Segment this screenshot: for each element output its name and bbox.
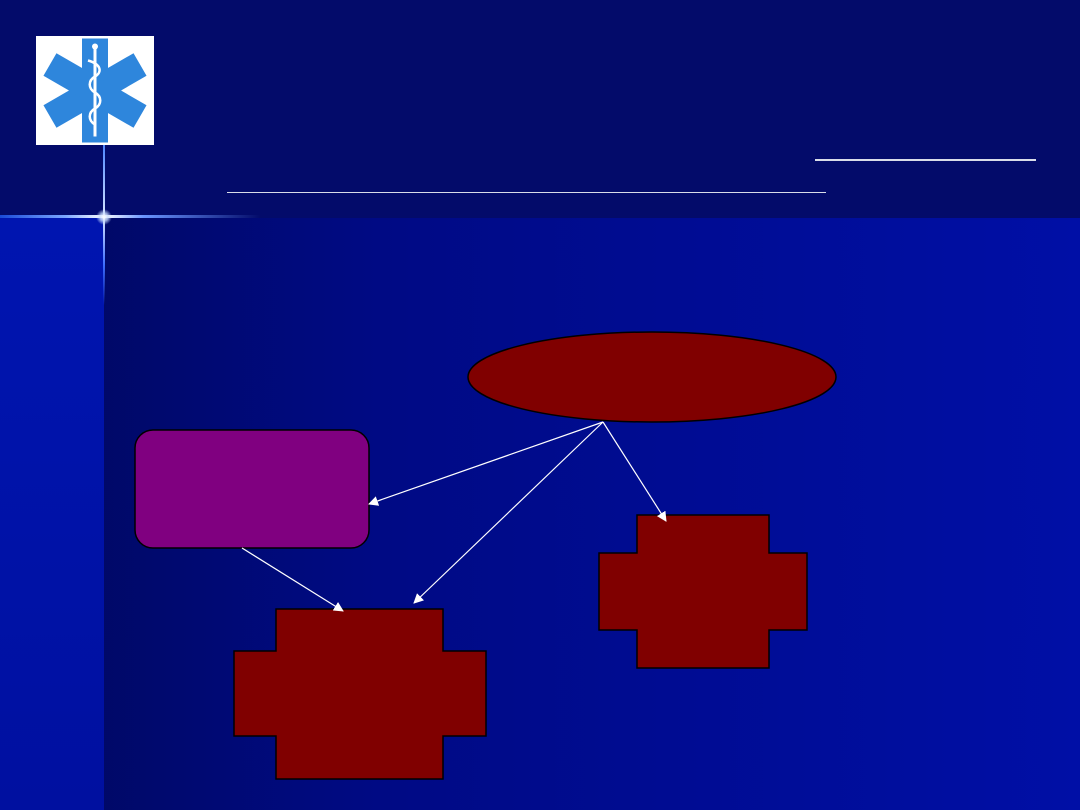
purple-box-node — [134, 429, 370, 549]
cross-right-node — [598, 514, 808, 669]
staff-top — [92, 43, 98, 50]
title-underline-1 — [815, 159, 1036, 161]
star-of-life-icon — [36, 36, 154, 145]
serpent-path — [87, 59, 102, 126]
header-band — [0, 0, 1080, 218]
oval-node — [467, 331, 837, 423]
light-flare — [96, 209, 112, 225]
horizontal-accent-line — [0, 215, 260, 218]
vertical-accent-line — [103, 145, 105, 305]
edge-oval-to-cross-bottom — [413, 421, 604, 604]
left-strip — [0, 218, 104, 810]
edge-oval-to-cross-right — [602, 421, 667, 522]
edge-oval-to-purple-box — [368, 421, 604, 506]
cross-bottom-node — [233, 608, 487, 780]
title-underline-2 — [227, 192, 826, 193]
edge-purple-box-to-cross-bottom — [241, 547, 344, 612]
